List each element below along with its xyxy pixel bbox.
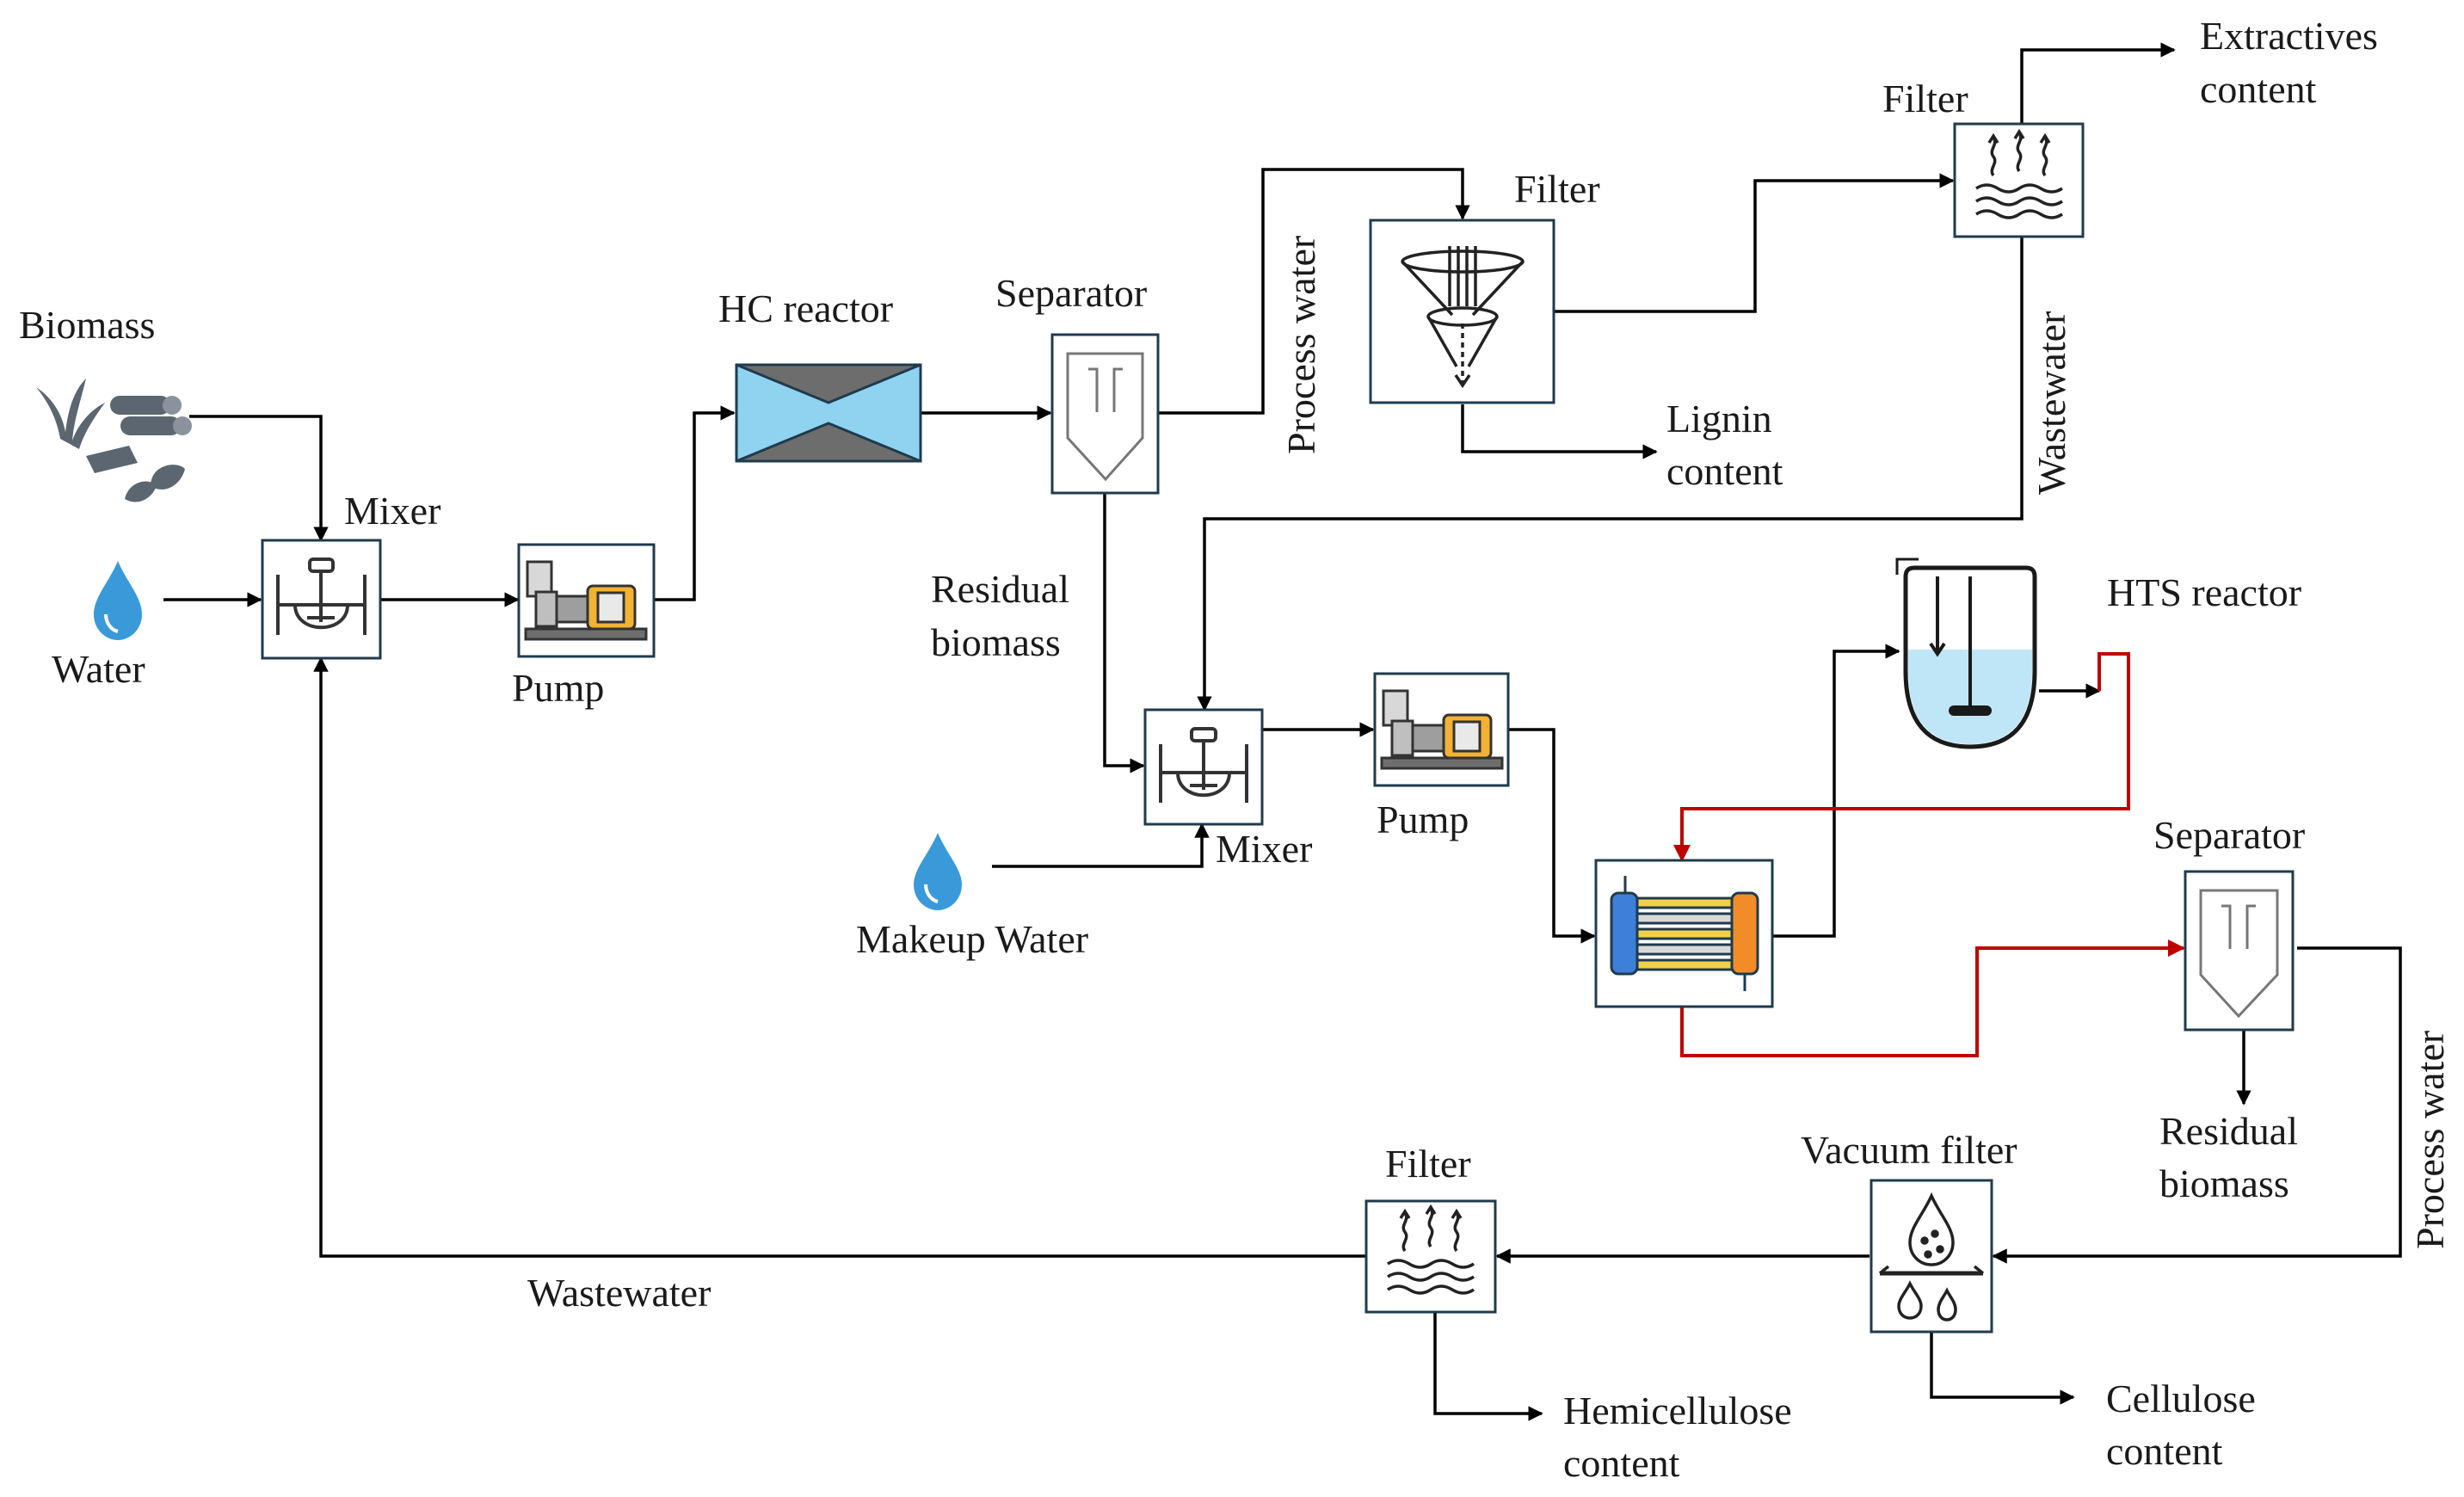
pump-1 xyxy=(517,543,656,658)
pump-icon xyxy=(1380,689,1504,770)
label-process-water-1: Process water xyxy=(1279,236,1323,454)
stream-exchanger-to-separator-hot xyxy=(1680,939,2185,1057)
label-filter-1: Filter xyxy=(1514,167,1600,211)
label-lignin-1: Lignin xyxy=(1666,397,1772,440)
label-biomass: Biomass xyxy=(19,303,155,347)
stream-hts-to-exchanger-hot xyxy=(1673,652,2130,862)
stream-wastewater-recycle xyxy=(1197,237,2024,712)
label-residual-2a: Residual xyxy=(2159,1109,2298,1153)
label-filter-3: Filter xyxy=(1385,1142,1471,1186)
label-extractives-1: Extractives xyxy=(2200,14,2378,58)
label-separator-2: Separator xyxy=(2153,813,2305,857)
stream-wastewater-return xyxy=(313,656,1366,1258)
pump-2 xyxy=(1373,672,1510,787)
stream-process-water-to-vacuum-filter xyxy=(1992,946,2402,1264)
stream-pump-to-hc-reactor xyxy=(654,405,736,601)
separator-icon xyxy=(2199,889,2279,1019)
hc-reactor xyxy=(735,363,922,463)
mixer-icon xyxy=(276,558,367,635)
label-hts-reactor: HTS reactor xyxy=(2107,570,2301,614)
label-water: Water xyxy=(52,647,145,691)
label-vacuum-filter: Vacuum filter xyxy=(1801,1128,2017,1172)
label-mixer-1: Mixer xyxy=(344,489,440,533)
mixer-2 xyxy=(1143,708,1264,826)
label-pump-1: Pump xyxy=(512,666,604,710)
water-drop-icon xyxy=(94,561,142,640)
label-hemicellulose-2: content xyxy=(1563,1441,1680,1485)
label-process-water-2: Process water xyxy=(2408,1031,2452,1249)
vacuum-filter xyxy=(1870,1179,1993,1334)
label-wastewater-1: Wastewater xyxy=(2030,311,2073,495)
separator-icon xyxy=(1066,352,1144,482)
heat-exchanger xyxy=(1594,859,1774,1008)
stream-exchanger-to-hts xyxy=(1772,644,1900,938)
vacuum-filter-icon xyxy=(1878,1192,1985,1321)
filter-2 xyxy=(1953,122,2085,238)
hts-reactor xyxy=(1895,558,2037,749)
filter-3 xyxy=(1364,1199,1497,1314)
pump-icon xyxy=(524,560,648,641)
label-hemicellulose-1: Hemicellulose xyxy=(1563,1389,1792,1432)
separator-1-box xyxy=(1050,333,1160,495)
stream-filter-to-extractives xyxy=(2020,42,2176,124)
filter-1 xyxy=(1369,219,1555,404)
stream-filter-to-filter xyxy=(1554,173,1955,313)
hts-reactor-icon xyxy=(1895,558,2037,749)
label-pump-2: Pump xyxy=(1377,798,1469,841)
stream-filter-to-hemicellulose xyxy=(1433,1312,1543,1421)
label-lignin-2: content xyxy=(1666,449,1783,493)
separator-1 xyxy=(1050,333,1160,495)
label-extractives-2: content xyxy=(2200,67,2317,111)
stream-lines xyxy=(163,42,2402,1421)
heat-exchanger-icon xyxy=(1610,876,1759,991)
stream-residual-to-mixer xyxy=(1103,493,1145,773)
separator-2 xyxy=(2184,870,2295,1032)
label-residual-1b: biomass xyxy=(931,620,1061,664)
label-cellulose-1: Cellulose xyxy=(2106,1377,2256,1420)
label-mixer-2: Mixer xyxy=(1216,827,1312,871)
label-wastewater-2: Wastewater xyxy=(527,1271,711,1315)
mixer-icon xyxy=(1159,727,1248,803)
label-makeup-water: Makeup Water xyxy=(856,917,1088,961)
label-hc-reactor: HC reactor xyxy=(718,286,893,330)
stream-biomass-to-mixer xyxy=(189,415,329,542)
stream-filter-to-lignin xyxy=(1461,404,1658,459)
mixer-1 xyxy=(261,539,382,660)
biomass-icon xyxy=(36,379,192,502)
labels: Biomass Water Mixer Pump HC reactor Sepa… xyxy=(19,14,2452,1485)
separator-2-box xyxy=(2184,870,2295,1032)
label-residual-1a: Residual xyxy=(931,567,1069,611)
stream-process-water-to-filter xyxy=(1158,168,1470,415)
filter-icon xyxy=(1387,1204,1475,1295)
filter-icon xyxy=(1975,128,2063,219)
cone-filter-icon xyxy=(1401,246,1525,389)
stream-vacuum-filter-to-cellulose xyxy=(1930,1332,2075,1405)
water-drop-icon xyxy=(914,833,962,910)
label-separator-1: Separator xyxy=(995,271,1147,315)
label-cellulose-2: content xyxy=(2106,1429,2223,1473)
stream-pump-to-exchanger xyxy=(1508,728,1596,944)
stream-makeup-water-to-mixer xyxy=(992,822,1210,868)
label-filter-2: Filter xyxy=(1882,77,1968,120)
label-residual-2b: biomass xyxy=(2159,1161,2289,1205)
